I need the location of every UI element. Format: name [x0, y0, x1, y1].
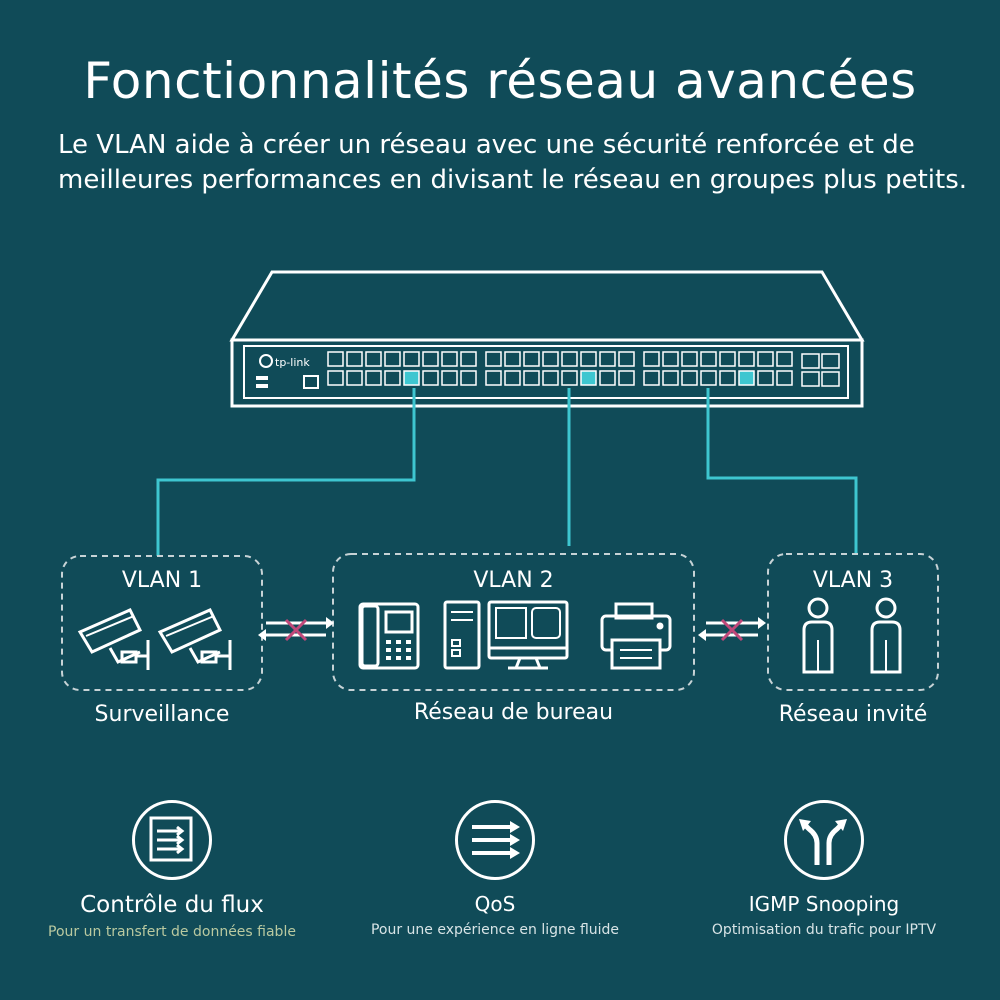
- switch-brand: tp-link: [275, 356, 310, 369]
- ethernet-port: [327, 370, 344, 386]
- ethernet-port: [365, 370, 382, 386]
- vlan2-label: VLAN 2: [473, 568, 554, 593]
- ethernet-port: [365, 351, 382, 367]
- ip-phone-icon: [358, 602, 420, 670]
- switch-ports: [327, 351, 840, 387]
- ethernet-port: [384, 370, 401, 386]
- monitor-icon: [487, 600, 569, 670]
- ethernet-port: [441, 351, 458, 367]
- feature-title: Contrôle du flux: [80, 892, 264, 918]
- network-switch-icon: [229, 270, 865, 408]
- printer-icon: [600, 602, 672, 670]
- ethernet-port: [422, 370, 439, 386]
- ethernet-port: [719, 370, 736, 386]
- ethernet-port: [643, 370, 660, 386]
- vlan3-group-name: Réseau invité: [778, 702, 928, 727]
- ethernet-port: [757, 370, 774, 386]
- ethernet-port: [681, 370, 698, 386]
- vlan1-box: [61, 555, 263, 691]
- ethernet-port: [504, 370, 521, 386]
- ethernet-port: [504, 351, 521, 367]
- ethernet-port: [580, 351, 597, 367]
- ethernet-port: [561, 370, 578, 386]
- ethernet-port: [700, 351, 717, 367]
- ethernet-port: [618, 370, 635, 386]
- ethernet-port: [599, 370, 616, 386]
- ethernet-port: [460, 370, 477, 386]
- ethernet-port: [384, 351, 401, 367]
- ethernet-port: [561, 351, 578, 367]
- ethernet-port: [542, 370, 559, 386]
- ethernet-port: [441, 370, 458, 386]
- blocked-link-icon: [698, 617, 766, 642]
- vlan2-group-name: Réseau de bureau: [413, 700, 614, 725]
- feature-description: Pour une expérience en ligne fluide: [370, 922, 620, 938]
- feature-description: Pour un transfert de données fiable: [48, 924, 296, 940]
- ethernet-port: [757, 351, 774, 367]
- page-title: Fonctionnalités réseau avancées: [83, 52, 917, 110]
- feature-qos: QoS Pour une expérience en ligne fluide: [363, 800, 627, 938]
- active-port: [738, 370, 755, 386]
- ethernet-port: [681, 351, 698, 367]
- tplink-logo-icon: tp-link: [256, 354, 319, 389]
- security-camera-icon: [157, 608, 232, 670]
- security-camera-icon: [77, 608, 150, 670]
- ethernet-port: [485, 351, 502, 367]
- page-description: Le VLAN aide à créer un réseau avec une …: [58, 130, 968, 195]
- feature-title: IGMP Snooping: [748, 892, 900, 916]
- ethernet-port: [422, 351, 439, 367]
- vlan3-label: VLAN 3: [812, 568, 894, 593]
- guest-user-icon: [870, 597, 902, 674]
- feature-title: QoS: [474, 892, 516, 916]
- feature-description: Optimisation du trafic pour IPTV: [711, 922, 937, 938]
- qos-arrows-icon: [455, 800, 535, 880]
- sfp-port: [821, 371, 840, 387]
- ethernet-port: [700, 370, 717, 386]
- sfp-port: [801, 371, 820, 387]
- guest-user-icon: [802, 597, 834, 674]
- ethernet-port: [643, 351, 660, 367]
- active-port: [580, 370, 597, 386]
- vlan-links: [156, 388, 858, 556]
- ethernet-port: [776, 351, 793, 367]
- ethernet-port: [738, 351, 755, 367]
- desktop-tower-icon: [443, 600, 481, 670]
- sfp-port: [801, 353, 820, 369]
- ethernet-port: [662, 370, 679, 386]
- ethernet-port: [327, 351, 344, 367]
- vlan2-box: [332, 553, 695, 691]
- ethernet-port: [523, 370, 540, 386]
- ethernet-port: [618, 351, 635, 367]
- flow-control-icon: [132, 800, 212, 880]
- ethernet-port: [485, 370, 502, 386]
- vlan1-group-name: Surveillance: [94, 702, 230, 727]
- ethernet-port: [719, 351, 736, 367]
- ethernet-port: [776, 370, 793, 386]
- active-port: [403, 370, 420, 386]
- ethernet-port: [523, 351, 540, 367]
- vlan3-box: [767, 553, 939, 691]
- ethernet-port: [662, 351, 679, 367]
- ethernet-port: [403, 351, 420, 367]
- ethernet-port: [460, 351, 477, 367]
- feature-igmp-snooping: IGMP Snooping Optimisation du trafic pou…: [692, 800, 956, 938]
- ethernet-port: [542, 351, 559, 367]
- ethernet-port: [346, 351, 363, 367]
- ethernet-port: [346, 370, 363, 386]
- feature-flow-control: Contrôle du flux Pour un transfert de do…: [40, 800, 304, 940]
- sfp-port: [821, 353, 840, 369]
- igmp-split-icon: [784, 800, 864, 880]
- ethernet-port: [599, 351, 616, 367]
- blocked-link-icon: [258, 617, 334, 642]
- vlan1-label: VLAN 1: [121, 568, 203, 593]
